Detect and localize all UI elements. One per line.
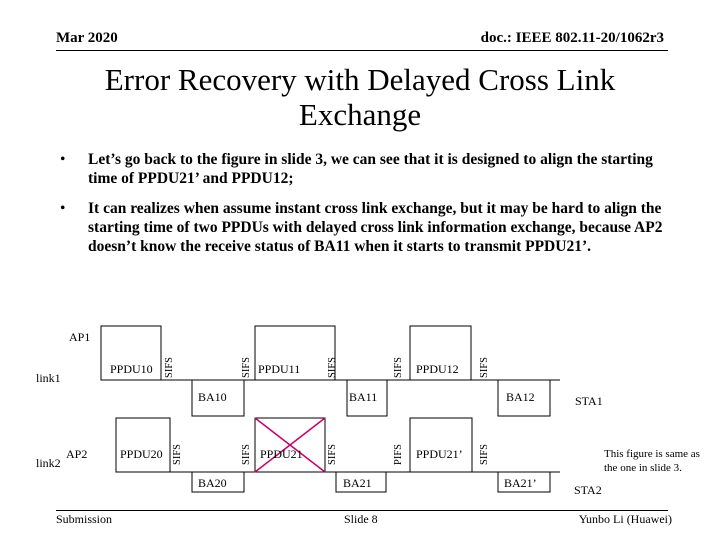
link2-gap-label: SIFS — [172, 443, 183, 465]
ppdu10-label: PPDU10 — [110, 362, 153, 376]
ba21-label: BA21 — [343, 476, 372, 490]
ap2-label: AP2 — [66, 447, 88, 461]
bullet-list: • Let’s go back to the figure in slide 3… — [56, 150, 668, 267]
link1-gap-label: SIFS — [479, 356, 490, 378]
bullet-dot: • — [60, 200, 66, 217]
ba10-label: BA10 — [198, 390, 227, 404]
slide-title: Error Recovery with Delayed Cross Link E… — [104, 62, 616, 132]
link1-gap-label: SIFS — [327, 356, 338, 378]
ba10-frame — [191, 379, 245, 417]
ppdu21-label: PPDU21 — [260, 447, 303, 461]
cross-mark-line — [254, 417, 326, 473]
ba12-label: BA12 — [506, 390, 535, 404]
header-date: Mar 2020 — [56, 30, 118, 46]
ba11-frame — [346, 379, 388, 417]
ba21-prime-label: BA21’ — [504, 476, 537, 490]
bullet-text: It can realizes when assume instant cros… — [88, 200, 663, 255]
figure-note: This figure is same as the one in slide … — [604, 448, 700, 474]
sta1-label: STA1 — [575, 394, 603, 408]
link1-gap-label: SIFS — [393, 356, 404, 378]
header-rule — [56, 50, 668, 51]
footer-submission: Submission — [56, 512, 113, 526]
bullet-item: • It can realizes when assume instant cr… — [56, 199, 668, 256]
bullet-text: Let’s go back to the figure in slide 3, … — [88, 151, 653, 187]
ap1-label: AP1 — [69, 330, 91, 344]
link2-gap-label: SIFS — [327, 443, 338, 465]
header-doc-id: doc.: IEEE 802.11-20/1062r3 — [480, 30, 664, 46]
ppdu21-prime-frame — [409, 417, 473, 473]
ppdu20-label: PPDU20 — [120, 447, 163, 461]
link2-gap-label: PIFS — [393, 443, 404, 465]
link1-label: link1 — [36, 371, 61, 385]
link1-gap-label: SIFS — [241, 356, 252, 378]
bullet-item: • Let’s go back to the figure in slide 3… — [56, 150, 668, 188]
ppdu21-prime-label: PPDU21’ — [416, 447, 463, 461]
link1-gap-label: SIFS — [164, 356, 175, 378]
link2-label: link2 — [36, 456, 61, 470]
link2-gap-label: SIFS — [241, 443, 252, 465]
ppdu20-frame — [115, 417, 171, 473]
bullet-dot: • — [60, 151, 66, 168]
ppdu11-label: PPDU11 — [258, 362, 301, 376]
sta2-label: STA2 — [574, 483, 602, 497]
link2-gap-label: SIFS — [479, 443, 490, 465]
ba20-label: BA20 — [198, 476, 227, 490]
ppdu11-frame — [254, 325, 336, 381]
ba11-label: BA11 — [349, 390, 378, 404]
footer-slide-number: Slide 8 — [344, 512, 378, 526]
ppdu12-label: PPDU12 — [416, 362, 459, 376]
footer-author: Yunbo Li (Huawei) — [578, 512, 672, 526]
ppdu12-frame — [409, 325, 472, 381]
footer-rule — [56, 510, 668, 511]
ba12-frame — [497, 379, 551, 417]
